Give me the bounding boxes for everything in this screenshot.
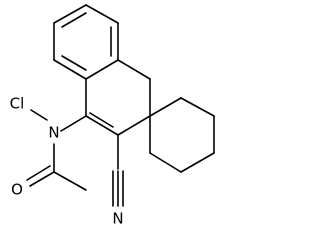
bond-c6-c7	[85, 4, 119, 24]
nitrile-nitrogen-label: N	[112, 210, 123, 228]
bond-cy-5	[149, 152, 182, 173]
bond-c8-ch2	[117, 59, 151, 80]
bond-spiro-c3	[117, 115, 151, 136]
bond-c3-c4-inner	[89, 112, 114, 128]
amide-nitrogen-label: N	[48, 124, 59, 142]
bond-cy-2	[180, 97, 215, 117]
benzene-ring	[53, 4, 119, 80]
bond-c5-c6	[53, 4, 87, 24]
cyclohexane-ring	[149, 97, 215, 173]
carbonyl-oxygen-label: O	[11, 181, 23, 199]
chemical-structure: Cl N O N	[10, 4, 215, 228]
bond-inner-c8a-c4a	[61, 55, 87, 71]
n-chloroacetamide-group	[26, 109, 87, 191]
bond-cy-4	[180, 152, 215, 173]
bond-carbonyl-o-2	[26, 165, 51, 181]
bond-n-cl	[30, 109, 48, 121]
bond-cy-1	[149, 97, 182, 117]
bond-c3-c4	[85, 115, 119, 136]
chlorine-label: Cl	[10, 95, 25, 113]
bond-c8-c8a	[85, 59, 119, 80]
bond-c8a-c4a	[53, 59, 87, 80]
bond-carbonyl-methyl	[53, 171, 87, 191]
bond-c4-n	[60, 115, 87, 132]
bond-inner-c5-c6	[61, 12, 87, 28]
dihydro-ring	[85, 59, 151, 136]
bond-carbonyl-o-1	[29, 171, 55, 187]
nitrile-group	[112, 134, 124, 207]
